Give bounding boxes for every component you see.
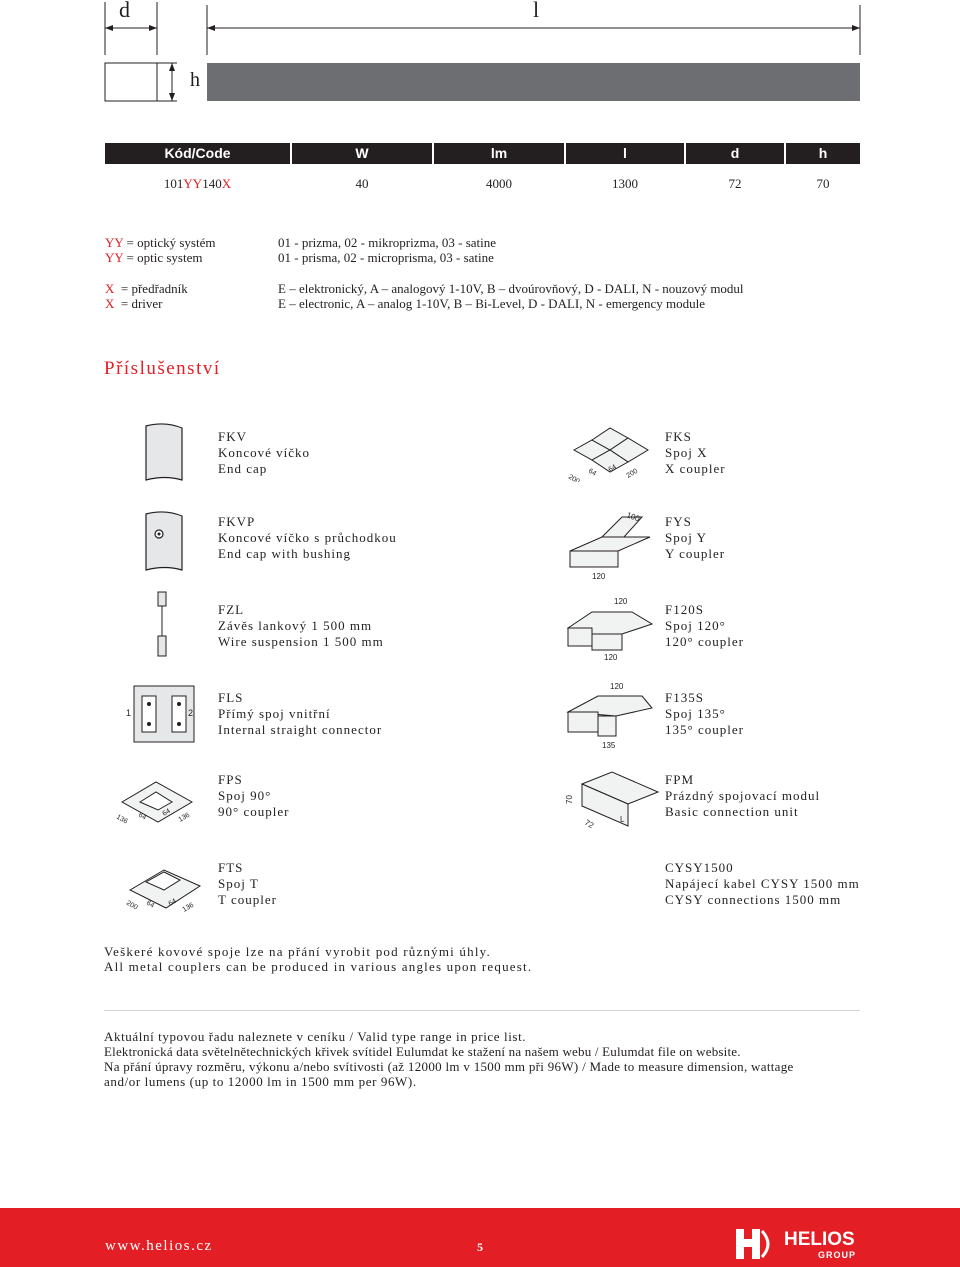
code-cell: 101YY140X [163,176,232,191]
legend-x-cz-values: E – elektronický, A – analogový 1-10V, B… [278,281,744,296]
info-line-4: and/or lumens (up to 12000 lm in 1500 mm… [104,1074,417,1089]
note-cz: Veškeré kovové spoje lze na přání vyrobi… [104,944,491,959]
svg-text:200: 200 [626,468,640,480]
y-coupler-illustration: 100 120 [569,510,651,581]
helios-logo-icon [736,1229,770,1259]
svg-text:64: 64 [162,808,172,818]
l-cell: 1300 [612,176,638,191]
svg-text:120: 120 [592,572,606,581]
svg-text:135: 135 [602,741,616,750]
header-h: h [786,143,860,164]
svg-text:64: 64 [608,464,618,474]
profile-drawing [104,2,861,102]
svg-text:136: 136 [115,814,129,826]
legend-x-cz: X = předřadník [105,281,188,296]
divider [104,1010,860,1011]
end-cap-bushing-illustration [145,511,183,571]
end-cap-illustration [145,423,183,481]
svg-text:120: 120 [604,653,618,662]
t-coupler-illustration: 200 64 64 136 [125,869,202,914]
header-w: W [292,143,432,164]
legend-x-en: X = driver [105,296,163,311]
header-d: d [686,143,784,164]
legend-yy-cz-values: 01 - prizma, 02 - mikroprizma, 03 - sati… [278,235,497,250]
svg-text:200: 200 [125,900,139,912]
d-cell: 72 [728,176,742,191]
dim-h-label: h [190,69,200,91]
wire-suspension-illustration [157,591,167,657]
svg-text:64: 64 [145,900,155,910]
header-code: Kód/Code [105,143,290,164]
page-number: 5 [477,1240,483,1254]
helios-logo: HELIOS GROUP [730,1225,860,1263]
coupler-90-illustration: 136 64 64 136 [115,781,194,826]
info-line-1: Aktuální typovou řadu naleznete v ceníku… [104,1029,527,1044]
straight-connector-illustration: 1 2 [126,685,195,743]
x-coupler-illustration: 200 64 64 200 [567,427,649,482]
svg-text:136: 136 [182,902,196,914]
svg-text:100: 100 [625,510,641,523]
info-line-3: Na přání úpravy rozměru, výkonu a/nebo s… [104,1059,794,1074]
svg-text:136: 136 [178,812,192,824]
footer-bar [0,1208,960,1267]
svg-text:70: 70 [565,795,574,804]
header-lm: lm [434,143,564,164]
dim-l-label: l [533,0,540,22]
svg-text:64: 64 [587,468,597,478]
svg-text:2: 2 [188,708,193,718]
accessories-title: Příslušenství [104,358,221,379]
lm-cell: 4000 [486,176,512,191]
svg-text:120: 120 [610,682,624,691]
svg-text:L: L [620,815,625,824]
header-l: l [566,143,684,164]
svg-text:200: 200 [567,474,581,482]
h-cell: 70 [816,176,830,191]
legend-yy-cz: YY = optický systém [105,235,216,250]
dim-d-label: d [119,0,130,22]
info-line-2: Elektronická data světelnětechnických kř… [104,1044,741,1059]
svg-text:64: 64 [168,898,178,908]
legend-x-en-values: E – electronic, A – analog 1-10V, B – Bi… [278,296,705,311]
coupler-135-illustration: 120 135 [566,682,653,750]
svg-text:72: 72 [583,818,596,831]
w-cell: 40 [355,176,369,191]
footer-url[interactable]: www.helios.cz [105,1238,213,1254]
coupler-120-illustration: 120 120 [566,597,654,662]
legend-yy-en: YY = optic system [105,250,203,265]
legend-yy-en-values: 01 - prisma, 02 - microprisma, 03 - sati… [278,250,494,265]
svg-text:120: 120 [614,597,628,606]
connection-unit-illustration: 70 72 L [565,771,660,831]
svg-text:64: 64 [137,812,147,822]
note-en: All metal couplers can be produced in va… [104,959,533,974]
svg-text:1: 1 [126,708,131,718]
